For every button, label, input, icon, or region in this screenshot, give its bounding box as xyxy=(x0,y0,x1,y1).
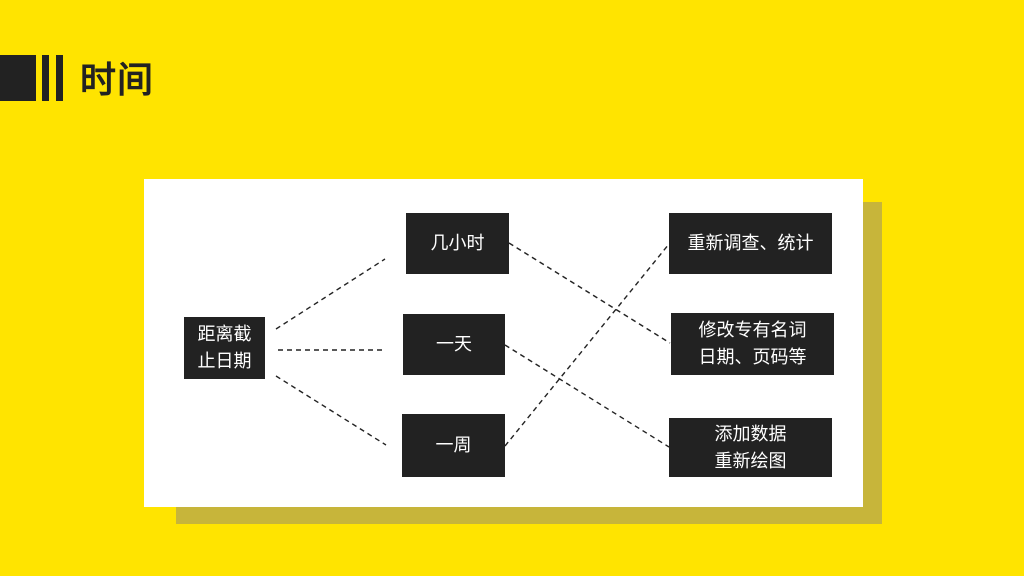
outcome-resurvey: 重新调查、统计 xyxy=(669,213,832,274)
page-title: 时间 xyxy=(80,60,155,101)
connector-root-week xyxy=(275,375,387,446)
node-hours-label: 几小时 xyxy=(430,233,485,254)
title-stripe xyxy=(56,55,63,101)
outcome-resurvey-label: 重新调查、统计 xyxy=(687,233,814,254)
node-week-label: 一周 xyxy=(435,435,472,456)
node-hours: 几小时 xyxy=(406,213,509,274)
title-stripe xyxy=(42,55,49,101)
outcome-rename-line: 修改专有名词 xyxy=(698,320,807,341)
connector-week-resurvey xyxy=(504,243,670,447)
outcome-redraw: 添加数据 重新绘图 xyxy=(669,418,832,477)
connector-day-redraw xyxy=(504,344,670,448)
node-week: 一周 xyxy=(402,414,505,477)
connector-hours-rename xyxy=(508,242,671,344)
node-day-label: 一天 xyxy=(436,334,472,355)
outcome-rename: 修改专有名词 日期、页码等 xyxy=(671,313,834,375)
outcome-redraw-line: 添加数据 xyxy=(714,423,787,445)
outcome-redraw-line: 重新绘图 xyxy=(714,450,787,472)
title-block xyxy=(0,55,36,101)
root-node-line: 距离截 xyxy=(197,324,252,345)
outcome-rename-line: 日期、页码等 xyxy=(698,347,807,368)
node-day: 一天 xyxy=(403,314,505,375)
root-node-line: 止日期 xyxy=(197,351,252,372)
root-node: 距离截 止日期 xyxy=(184,317,265,379)
connector-root-hours xyxy=(275,258,386,330)
